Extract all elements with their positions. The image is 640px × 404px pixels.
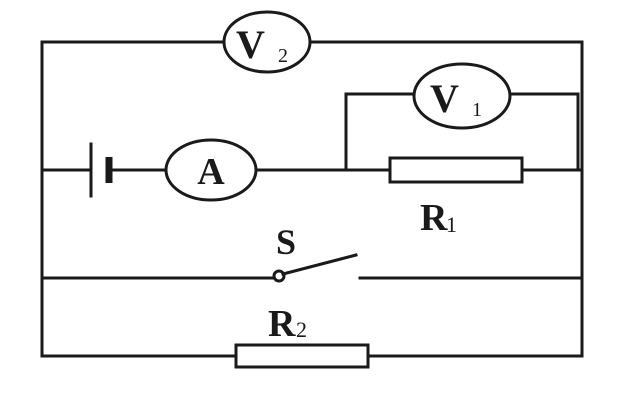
resistor-r2-letter: R (268, 303, 296, 345)
voltmeter-v2-subscript: 2 (278, 45, 288, 67)
voltmeter-v1-subscript: 1 (472, 99, 482, 121)
voltmeter-v1: V 1 (412, 62, 512, 130)
resistor-r1-letter: R (420, 197, 448, 239)
ammeter-letter: A (197, 151, 225, 193)
switch-s: S (272, 222, 358, 283)
battery-symbol (89, 142, 113, 198)
resistor-r1: R 1 (388, 156, 524, 239)
ammeter: A (164, 138, 258, 202)
voltmeter-v2-letter: V (236, 22, 265, 67)
resistor-r2-subscript: 2 (296, 317, 307, 342)
switch-label: S (276, 222, 296, 262)
resistor-r2: R 2 (234, 303, 370, 369)
wires (40, 40, 584, 358)
voltmeter-v1-letter: V (430, 76, 459, 121)
voltmeter-v2: V 2 (222, 10, 312, 74)
resistor-r1-subscript: 1 (446, 212, 457, 237)
